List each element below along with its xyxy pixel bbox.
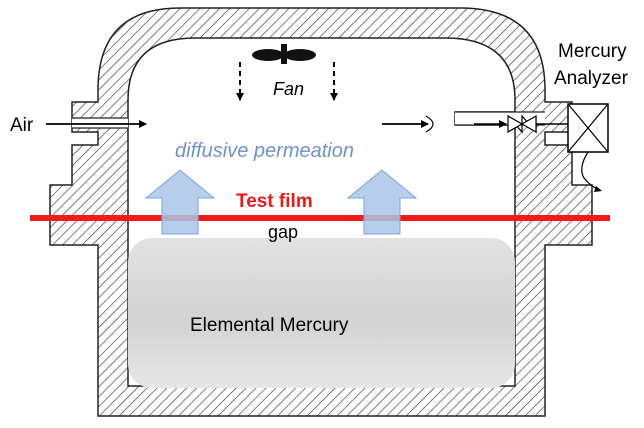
air-label: Air <box>10 115 34 136</box>
exhaust-line <box>581 151 601 191</box>
inlet-pipe <box>72 118 128 128</box>
valve-icon <box>507 114 568 134</box>
diffusive-permeation-label: diffusive permeation <box>175 140 354 162</box>
analyzer-label-line1: Mercury <box>558 41 627 62</box>
mercury-pool <box>128 238 515 388</box>
fan-label: Fan <box>273 79 304 99</box>
gap-label: gap <box>268 222 298 242</box>
test-film-label: Test film <box>236 191 313 212</box>
analyzer-label-line2: Analyzer <box>554 68 629 89</box>
permeation-arrow-left <box>144 169 216 235</box>
analyzer-box <box>567 103 609 153</box>
fan-icon <box>252 44 316 64</box>
elemental-mercury-label: Elemental Mercury <box>190 315 349 336</box>
permeation-arrow-right <box>346 169 418 235</box>
